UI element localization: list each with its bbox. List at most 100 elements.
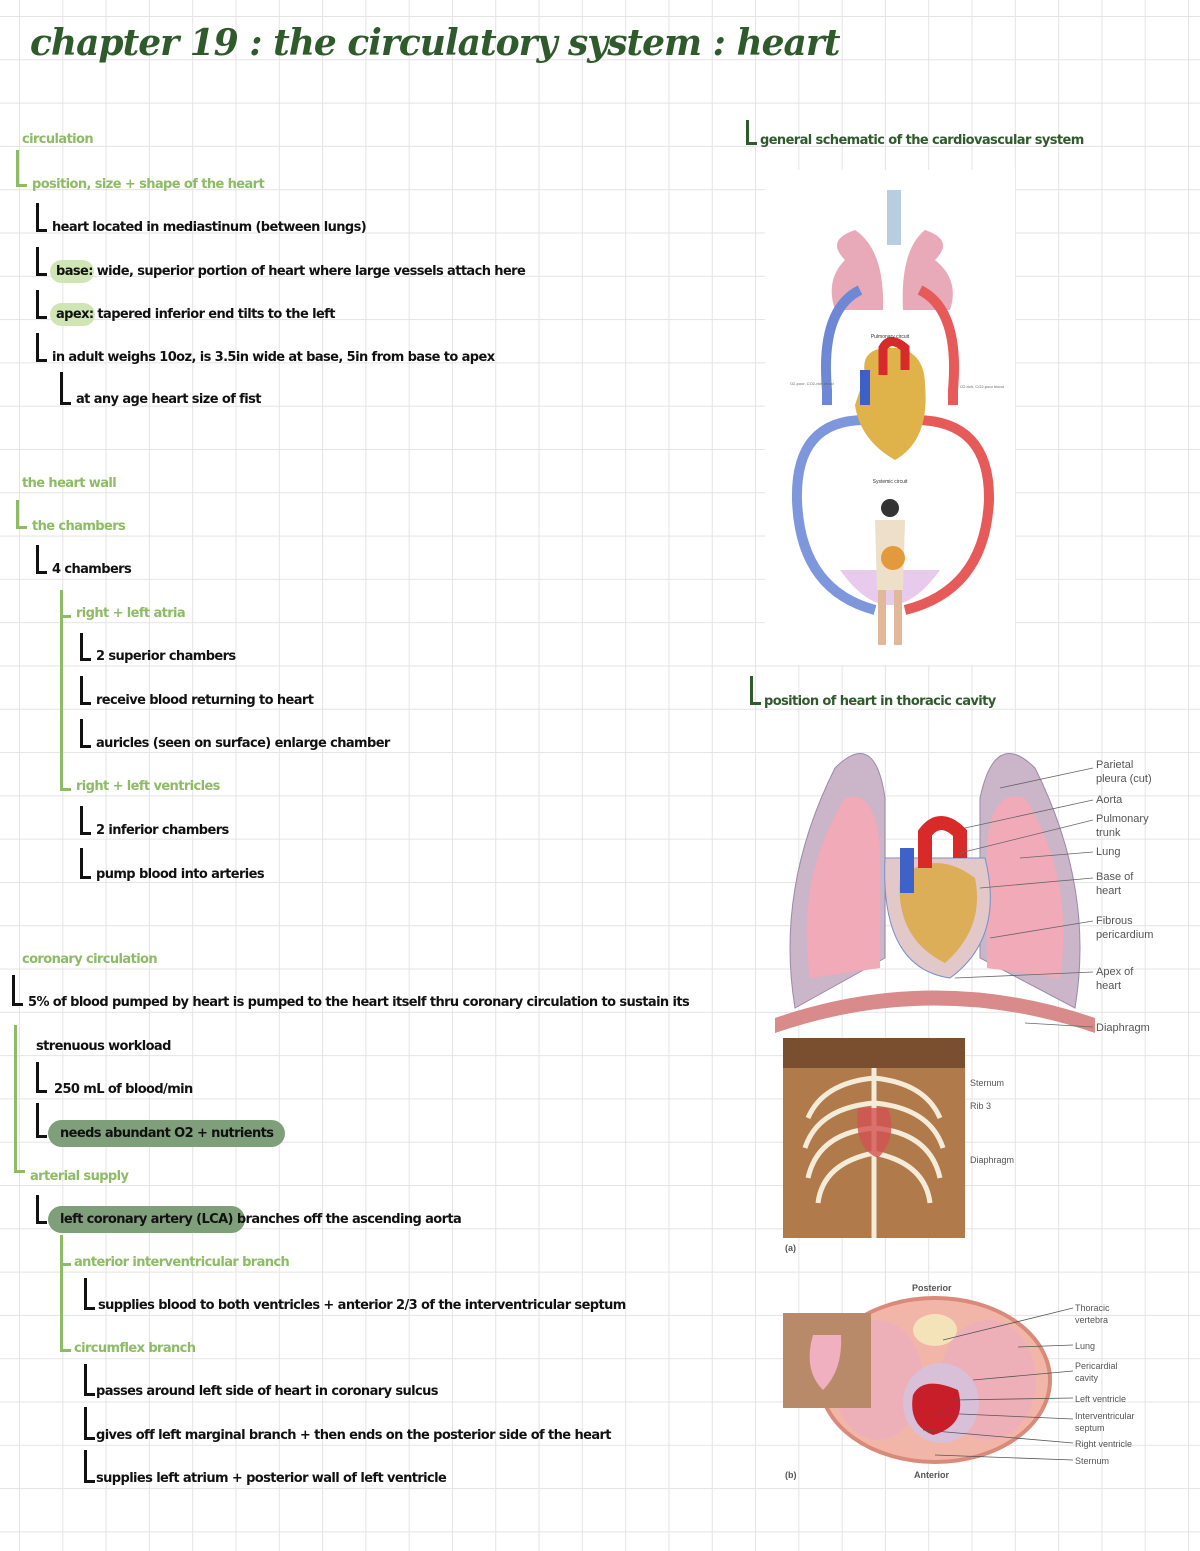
note-line: needs abundant O2 + nutrients	[48, 1120, 286, 1147]
note-line: at any age heart size of fist	[76, 392, 261, 407]
label-aorta: Aorta	[1096, 794, 1123, 806]
connector	[80, 676, 91, 705]
torso-photo-figure	[783, 1038, 965, 1238]
connector	[36, 203, 47, 232]
connector	[84, 1407, 95, 1440]
label-lung: Lung	[1096, 846, 1121, 858]
right-lung	[902, 230, 953, 310]
connector	[80, 633, 91, 661]
cross-section-figure	[783, 1296, 1073, 1464]
heading-circumflex: circumflex branch	[74, 1341, 196, 1356]
note-line: supplies blood to both ventricles + ante…	[98, 1298, 626, 1313]
note-line: receive blood returning to heart	[96, 693, 314, 708]
heading-ventricles: right + left ventricles	[76, 779, 220, 794]
cardiovascular-schematic-figure: Pulmonary circuit Systemic circuit O2-po…	[765, 170, 1015, 665]
connector	[36, 1103, 47, 1138]
heading-chambers: the chambers	[32, 519, 126, 534]
note-line: pump blood into arteries	[96, 867, 265, 882]
connector	[80, 719, 91, 748]
connector	[84, 1364, 95, 1396]
heading-position: position, size + shape of the heart	[32, 177, 265, 192]
note-line: in adult weighs 10oz, is 3.5in wide at b…	[52, 350, 495, 365]
note-line: apex: tapered inferior end tilts to the …	[50, 303, 336, 326]
connector	[60, 590, 71, 618]
connector	[60, 372, 71, 405]
connector	[12, 975, 23, 1006]
label-diaphragm-a: Diaphragm	[970, 1155, 1015, 1165]
note-line: 4 chambers	[52, 562, 132, 577]
connector	[36, 1195, 47, 1224]
label-left-ventricle: Left ventricle	[1075, 1394, 1127, 1404]
connector	[36, 545, 47, 574]
thoracic-cavity-figure	[775, 752, 1095, 1033]
position-heading: position of heart in thoracic cavity	[764, 694, 996, 709]
note-line: 5% of blood pumped by heart is pumped to…	[28, 995, 690, 1010]
connector	[14, 1150, 25, 1173]
label-pericardial-cavity: Pericardial cavity	[1075, 1361, 1118, 1383]
label-thoracic-vertebra: Thoracic vertebra	[1075, 1303, 1110, 1325]
note-line: heart located in mediastinum (between lu…	[52, 220, 367, 235]
connector	[746, 120, 757, 145]
label-sternum-b: Sternum	[1075, 1456, 1110, 1466]
label-lung-b: Lung	[1075, 1341, 1096, 1351]
figure-tag-b: (b)	[785, 1470, 797, 1480]
figure-tag-a: (a)	[785, 1243, 796, 1253]
term-apex: apex	[50, 303, 95, 326]
note-line: 250 mL of blood/min	[54, 1082, 193, 1097]
note-line: auricles (seen on surface) enlarge chamb…	[96, 736, 390, 751]
connector	[60, 1325, 71, 1352]
heading-arterial: arterial supply	[30, 1169, 129, 1184]
connector	[60, 1235, 71, 1266]
label-diaphragm: Diaphragm	[1096, 1022, 1150, 1034]
note-line: supplies left atrium + posterior wall of…	[96, 1471, 447, 1486]
connector	[36, 333, 47, 362]
label-fibrous-pericardium: Fibrous pericardium	[1096, 915, 1154, 941]
term-base: base	[50, 260, 95, 283]
heading-coronary: coronary circulation	[22, 952, 158, 967]
connector	[36, 290, 47, 319]
connector	[84, 1450, 95, 1483]
label-pulmonary-trunk: Pulmonary trunk	[1096, 813, 1149, 839]
label-parietal-pleura: Parietal pleura (cut)	[1096, 759, 1152, 785]
connector	[80, 806, 91, 835]
connector	[750, 676, 761, 705]
note-line: passes around left side of heart in coro…	[96, 1384, 439, 1399]
o2-rich-label: O2-rich, CO2-poor blood	[960, 384, 1004, 389]
def-base: : wide, superior portion of heart where …	[88, 264, 526, 279]
left-lung	[831, 230, 884, 310]
label-rib-3: Rib 3	[970, 1101, 992, 1111]
connector	[16, 500, 27, 529]
highlight-nutrients: needs abundant O2 + nutrients	[48, 1120, 286, 1147]
def-apex: : tapered inferior end tilts to the left	[88, 307, 336, 322]
heading-circulation: circulation	[22, 132, 94, 147]
heart-icon	[855, 348, 926, 460]
label-right-ventricle: Right ventricle	[1075, 1439, 1133, 1449]
heading-anterior-branch: anterior interventricular branch	[74, 1255, 290, 1270]
connector	[60, 762, 71, 791]
heading-heart-wall: the heart wall	[22, 476, 117, 491]
connector	[36, 247, 47, 276]
label-posterior: Posterior	[912, 1283, 952, 1293]
connector	[14, 1025, 17, 1170]
note-line: base: wide, superior portion of heart wh…	[50, 260, 526, 283]
label-base-of-heart: Base of heart	[1096, 871, 1134, 897]
connector	[60, 1260, 63, 1348]
note-line: 2 inferior chambers	[96, 823, 229, 838]
systemic-circuit-label: Systemic circuit	[873, 479, 908, 485]
note-line: strenuous workload	[36, 1039, 171, 1054]
connector	[80, 848, 91, 879]
connector	[60, 615, 63, 785]
heading-atria: right + left atria	[76, 606, 186, 621]
label-interventricular-septum: Interventricular septum	[1075, 1411, 1135, 1433]
schematic-heading: general schematic of the cardiovascular …	[760, 133, 1084, 148]
note-line: left coronary artery (LCA) branches off …	[48, 1206, 462, 1233]
connector	[84, 1278, 95, 1310]
label-sternum: Sternum	[970, 1078, 1005, 1088]
connector	[36, 1062, 47, 1093]
note-line: 2 superior chambers	[96, 649, 236, 664]
connector	[16, 150, 27, 187]
def-lca: branches off the ascending aorta	[232, 1212, 462, 1227]
pulmonary-circuit-label: Pulmonary circuit	[871, 334, 910, 340]
term-lca: left coronary artery (LCA)	[48, 1206, 245, 1233]
page-title: chapter 19 : the circulatory system : he…	[30, 22, 840, 64]
